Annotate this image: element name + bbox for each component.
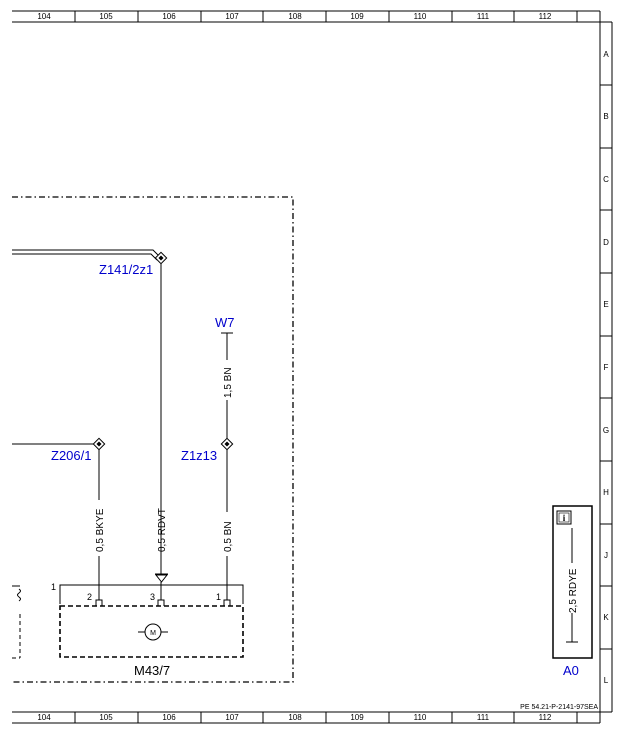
wire-label-bn05: 0,5 BN xyxy=(223,521,234,552)
diagram-frame xyxy=(12,10,613,724)
splice-z1z13 xyxy=(220,437,234,451)
col-label: 106 xyxy=(162,713,176,722)
pin-label: 3 xyxy=(150,592,155,602)
col-label: 112 xyxy=(539,12,552,21)
motor-icon xyxy=(138,623,168,641)
motor-letter: M xyxy=(150,630,156,637)
row-label: L xyxy=(604,676,609,685)
col-label: 107 xyxy=(225,12,239,21)
row-label: J xyxy=(604,551,608,560)
column-labels-top: 104 105 106 107 108 109 110 111 112 xyxy=(37,12,552,21)
connector-pins xyxy=(95,599,231,606)
col-label: 107 xyxy=(225,713,239,722)
ref-a0[interactable]: A0 xyxy=(563,663,579,678)
col-label: 112 xyxy=(539,713,552,722)
info-glyph: i xyxy=(563,513,566,523)
left-fragment xyxy=(12,585,21,659)
wire-label-bn15: 1,5 BN xyxy=(223,367,234,398)
column-labels-bottom: 104 105 106 107 108 109 110 111 112 xyxy=(37,713,552,722)
column-ticks xyxy=(74,11,578,723)
arrow-symbol xyxy=(154,573,169,600)
splice-z141 xyxy=(154,251,168,265)
connector-label: 1 xyxy=(51,582,56,592)
double-wire xyxy=(12,249,162,261)
row-label: F xyxy=(604,363,609,372)
col-label: 104 xyxy=(37,713,51,722)
ref-w7[interactable]: W7 xyxy=(215,315,235,330)
col-label: 110 xyxy=(414,12,427,21)
pin-label: 1 xyxy=(216,592,221,602)
pin-label: 2 xyxy=(87,592,92,602)
col-label: 109 xyxy=(350,12,364,21)
wire-rdye xyxy=(566,528,578,643)
w7-ground-bar xyxy=(221,332,233,439)
row-label: G xyxy=(603,426,609,435)
col-label: 105 xyxy=(99,12,113,21)
col-label: 106 xyxy=(162,12,176,21)
col-label: 110 xyxy=(414,713,427,722)
row-labels: A B C D E F G H J K L xyxy=(603,50,609,685)
col-label: 111 xyxy=(477,713,490,722)
wire-label-bkye: 0,5 BKYE xyxy=(95,508,106,552)
wire-label-rdye: 2,5 RDYE xyxy=(568,568,579,613)
a0-box xyxy=(552,505,593,659)
col-label: 104 xyxy=(37,12,51,21)
ref-z141[interactable]: Z141/2z1 xyxy=(99,262,153,277)
col-label: 108 xyxy=(288,12,302,21)
col-label: 108 xyxy=(288,713,302,722)
col-label: 105 xyxy=(99,713,113,722)
row-label: H xyxy=(603,488,609,497)
connector-housing xyxy=(59,584,244,604)
enclosure-boundary xyxy=(12,196,294,683)
row-label: D xyxy=(603,238,609,247)
col-label: 109 xyxy=(350,713,364,722)
document-id: PE 54.21-P-2141-97SEA xyxy=(520,704,598,711)
info-icon[interactable]: i xyxy=(556,510,572,525)
row-ticks xyxy=(600,84,612,650)
splice-z206 xyxy=(92,437,106,451)
ref-z1z13[interactable]: Z1z13 xyxy=(181,448,217,463)
component-label[interactable]: M43/7 xyxy=(134,663,170,678)
col-label: 111 xyxy=(477,12,490,21)
row-label: E xyxy=(603,300,608,309)
row-label: B xyxy=(603,112,608,121)
row-label: A xyxy=(603,50,609,59)
row-label: K xyxy=(603,613,609,622)
component-m43-7-box xyxy=(59,605,244,658)
ref-z206[interactable]: Z206/1 xyxy=(51,448,91,463)
row-label: C xyxy=(603,175,609,184)
wire-label-rdvt: 0,5 RDVT xyxy=(157,508,168,552)
